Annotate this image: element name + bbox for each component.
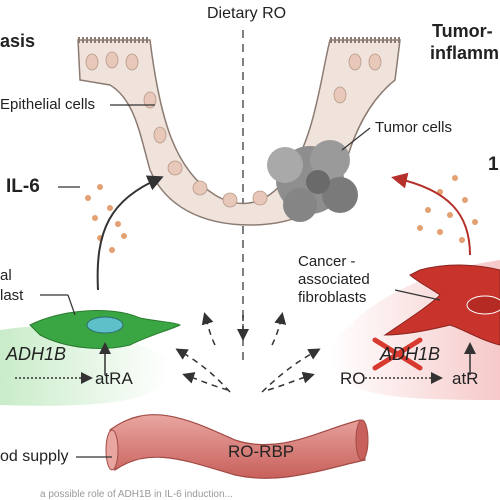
label-fibro-left-1: al (0, 267, 12, 284)
label-adh1b-right: ADH1B (380, 344, 441, 364)
cytokine-dots-right (417, 175, 478, 243)
label-epithelial-cells: Epithelial cells (0, 96, 96, 113)
blood-vessel (109, 414, 366, 479)
caf-nucleus (466, 295, 500, 315)
adh1b-blocked-icon (372, 337, 423, 371)
transport-arrows (175, 312, 321, 393)
normal-fibroblast-region (0, 326, 171, 406)
caf-cell (383, 264, 500, 346)
label-fibro-left-2: last (0, 287, 24, 304)
label-atra-left: atRA (95, 369, 133, 388)
left-secretion-arrow (96, 175, 164, 291)
label-caf-3: fibroblasts (298, 289, 367, 306)
label-left-heading: asis (0, 31, 36, 51)
label-caf-1: Cancer - (298, 253, 356, 270)
label-right-heading-2: inflamm (430, 43, 500, 63)
right-secretion-arrow (391, 172, 471, 256)
label-il6-right: 1 (488, 154, 499, 175)
label-adh1b-left: ADH1B (6, 344, 67, 364)
label-caf-2: associated (298, 271, 370, 288)
tumor-pointer (341, 127, 371, 151)
label-tumor-cells: Tumor cells (375, 119, 452, 136)
label-footer-text: a possible role of ADH1B in IL-6 inducti… (40, 489, 233, 500)
label-dietary-ro: Dietary RO (207, 5, 287, 22)
caf-pointer (394, 289, 441, 301)
label-blood-supply: od supply (0, 448, 69, 465)
cytokine-dots-left (85, 184, 127, 253)
label-right-heading-1: Tumor- (432, 21, 493, 41)
tumor-cluster (267, 140, 358, 222)
label-atra-right: atR (452, 369, 479, 388)
normal-fibroblast-nucleus (86, 316, 124, 334)
label-il6-left: IL-6 (6, 176, 40, 197)
label-ro-rbp: RO-RBP (228, 442, 295, 461)
label-ro-right: RO (340, 369, 366, 388)
